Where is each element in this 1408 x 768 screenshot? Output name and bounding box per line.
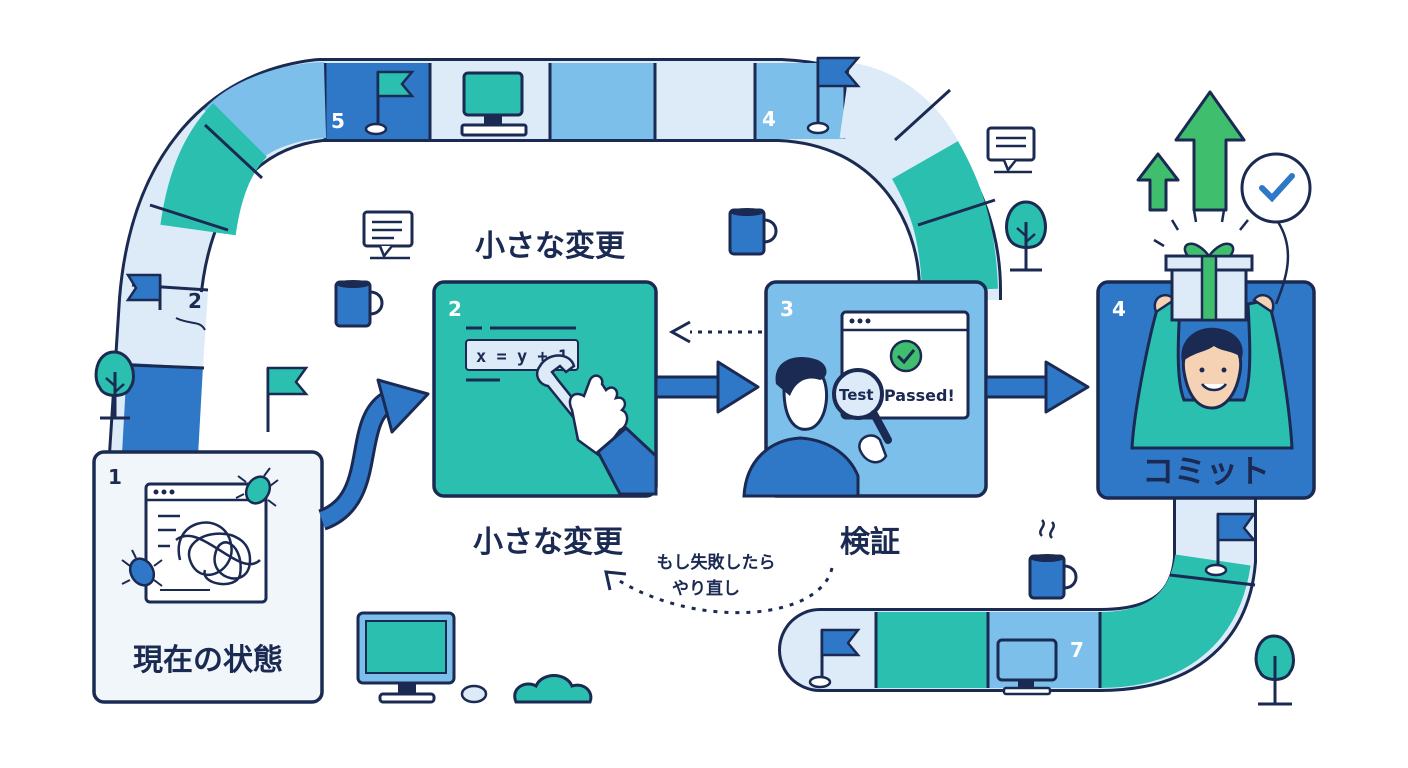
stage-number: 3 <box>780 297 794 321</box>
stage-number: 4 <box>1112 297 1126 321</box>
person-verify <box>742 357 860 498</box>
bug-icon <box>235 467 279 507</box>
stage-label-current: 現在の状態 <box>133 643 283 678</box>
cloud-icon <box>513 674 593 704</box>
up-arrow-icon <box>1174 90 1246 212</box>
flag-icon <box>266 366 309 432</box>
stage-heading-change: 小さな変更 <box>475 229 626 264</box>
stage-label-verify: 検証 <box>840 525 900 560</box>
arrow-change-to-verify <box>654 360 760 414</box>
tree-icon <box>1005 200 1047 272</box>
test-result-passed: Passed! <box>884 386 955 405</box>
retry-loop: もし失敗したら やり直し <box>604 552 834 615</box>
track <box>108 58 1257 692</box>
check-circle-icon <box>889 339 923 373</box>
stage-label-commit: コミット <box>1142 452 1270 490</box>
stage-label-change: 小さな変更 <box>473 525 624 560</box>
sleeve <box>596 425 658 496</box>
arrow-verify-to-commit <box>984 360 1090 414</box>
flag-icon <box>806 56 861 135</box>
retry-text-line1: もし失敗したら <box>657 552 776 573</box>
track-number-7: 7 <box>1070 638 1084 662</box>
test-window: Passed! <box>840 310 970 420</box>
coffee-mug-icon <box>1028 519 1078 600</box>
tree-icon <box>1254 634 1295 706</box>
flag-icon <box>808 628 861 689</box>
stage-change: 小さな変更 2 x = y + 1 小さな変更 <box>432 229 658 560</box>
flag-icon <box>364 70 415 136</box>
magnifier-icon: Test <box>832 368 892 464</box>
chat-bubble-icon <box>986 126 1036 174</box>
up-arrow-icon <box>1136 152 1180 212</box>
test-result-test: Test <box>839 386 874 404</box>
person-commit <box>1130 293 1294 450</box>
coffee-mug-icon <box>334 280 384 328</box>
monitor-icon <box>996 638 1058 696</box>
stage-verify: 3 Passed! Test 検証 <box>742 280 988 560</box>
retry-text-line2: やり直し <box>672 578 740 599</box>
stage-current: 1 現在の状態 <box>92 450 324 704</box>
monitor-icon <box>356 611 456 704</box>
track-number-2: 2 <box>188 289 202 313</box>
gift-icon <box>1153 209 1254 322</box>
chat-bubble-icon <box>362 210 414 260</box>
flag-icon <box>1204 512 1257 577</box>
hand <box>568 374 629 458</box>
track-number-5: 5 <box>331 109 345 133</box>
browser-window <box>144 482 268 604</box>
track-number-4: 4 <box>762 107 776 131</box>
monitor-icon <box>460 71 528 137</box>
bug-icon <box>121 549 163 587</box>
coffee-mug-icon <box>728 208 778 256</box>
stage-commit: 4 コミット <box>1096 280 1316 500</box>
stage-number: 1 <box>108 465 122 489</box>
flag-icon <box>125 273 162 310</box>
tangled-code <box>175 521 261 586</box>
track-seg <box>655 63 755 139</box>
stage-number: 2 <box>448 297 462 321</box>
arrow-verify-back <box>668 320 762 344</box>
track-seg <box>550 63 655 139</box>
tree-icon <box>94 350 135 420</box>
check-circle-icon <box>1240 152 1312 305</box>
